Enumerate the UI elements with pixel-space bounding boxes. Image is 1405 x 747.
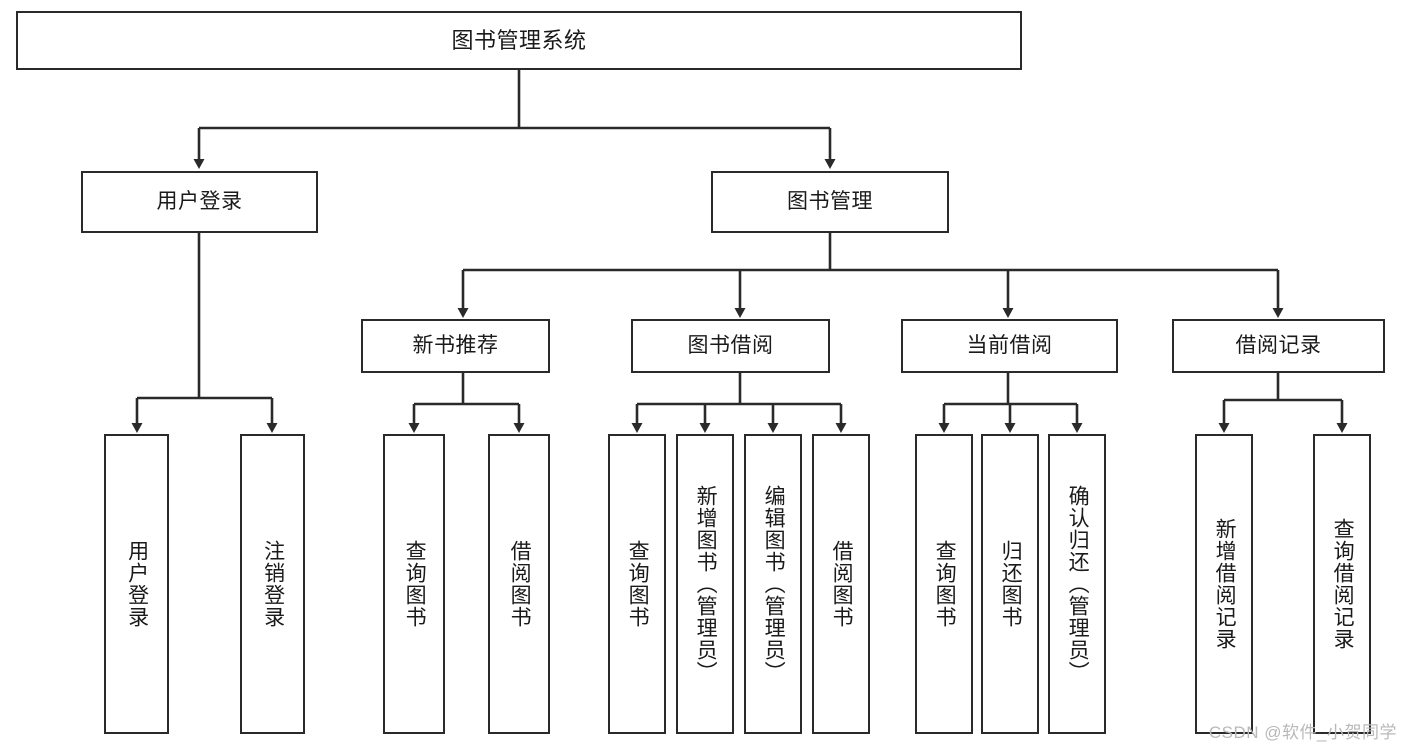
node-new-book-recommend[interactable]: 新书推荐 — [361, 319, 550, 373]
leaf-record-add-record[interactable]: 新增借阅记录 — [1195, 434, 1253, 734]
node-label: 查询图书 — [933, 540, 957, 628]
node-label: 用户登录 — [156, 189, 243, 213]
leaf-current-confirm-return-admin[interactable]: 确认归还（管理员） — [1048, 434, 1106, 734]
node-label: 查询借阅记录 — [1331, 518, 1355, 650]
node-borrow-record[interactable]: 借阅记录 — [1172, 319, 1385, 373]
node-label: 新书推荐 — [412, 333, 499, 357]
node-label: 查询图书 — [403, 540, 427, 628]
node-label: 借阅图书 — [508, 540, 532, 628]
leaf-borrow-edit-book-admin[interactable]: 编辑图书（管理员） — [744, 434, 802, 734]
node-label: 编辑图书（管理员） — [762, 485, 786, 683]
node-label: 用户登录 — [125, 540, 149, 628]
leaf-user-login-login[interactable]: 用户登录 — [104, 434, 169, 734]
node-label: 图书管理 — [787, 189, 873, 213]
leaf-current-query-book[interactable]: 查询图书 — [915, 434, 973, 734]
leaf-user-login-logout[interactable]: 注销登录 — [240, 434, 305, 734]
node-label: 注销登录 — [261, 540, 285, 628]
node-label: 新增图书（管理员） — [694, 485, 718, 683]
leaf-borrow-add-book-admin[interactable]: 新增图书（管理员） — [676, 434, 734, 734]
node-current-borrow[interactable]: 当前借阅 — [901, 319, 1118, 373]
node-root-system[interactable]: 图书管理系统 — [16, 11, 1022, 70]
node-label: 图书借阅 — [687, 333, 774, 357]
node-label: 确认归还（管理员） — [1066, 485, 1090, 683]
node-label: 归还图书 — [999, 540, 1023, 628]
watermark-text: CSDN @软件_小贺同学 — [1208, 723, 1397, 742]
node-user-login[interactable]: 用户登录 — [81, 171, 318, 233]
node-book-borrow[interactable]: 图书借阅 — [631, 319, 830, 373]
node-label: 借阅记录 — [1235, 333, 1322, 357]
leaf-recommend-query-book[interactable]: 查询图书 — [383, 434, 445, 734]
node-label: 图书管理系统 — [451, 27, 587, 53]
node-label: 借阅图书 — [830, 540, 854, 628]
leaf-borrow-query-book[interactable]: 查询图书 — [608, 434, 666, 734]
leaf-recommend-borrow-book[interactable]: 借阅图书 — [488, 434, 550, 734]
node-label: 新增借阅记录 — [1213, 518, 1237, 650]
node-book-management[interactable]: 图书管理 — [711, 171, 949, 233]
leaf-borrow-borrow-book[interactable]: 借阅图书 — [812, 434, 870, 734]
node-label: 查询图书 — [626, 540, 650, 628]
node-label: 当前借阅 — [966, 333, 1053, 357]
leaf-record-query-record[interactable]: 查询借阅记录 — [1313, 434, 1371, 734]
leaf-current-return-book[interactable]: 归还图书 — [981, 434, 1039, 734]
